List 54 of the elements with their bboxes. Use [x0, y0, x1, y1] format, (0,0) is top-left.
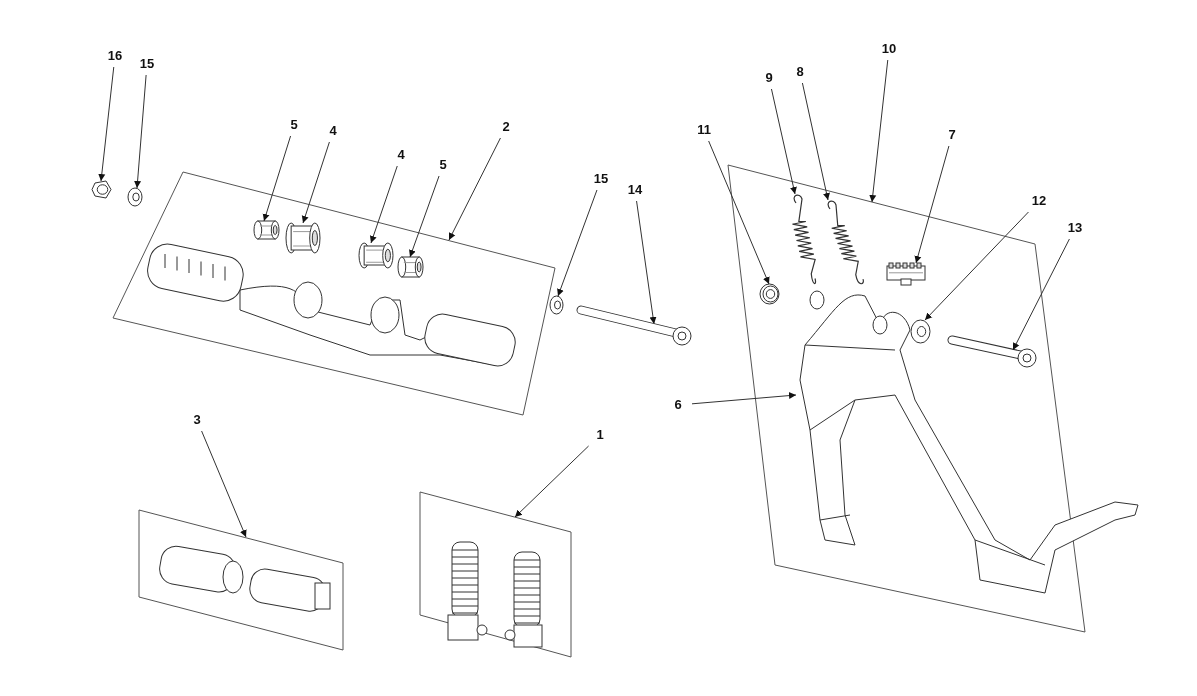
parts-panel: [113, 172, 555, 415]
callout-number: 11: [692, 121, 716, 139]
leader-line: [801, 82, 830, 201]
parts-panel: [420, 492, 571, 657]
leader-line: [1012, 238, 1070, 351]
leader-line: [557, 189, 598, 297]
callout-number: 6: [666, 396, 690, 414]
nut-drawing: [91, 180, 112, 199]
callout-number: 9: [757, 69, 781, 87]
callout-number: 10: [877, 40, 901, 58]
callout-number: 8: [788, 63, 812, 81]
spacer-drawing: [285, 222, 321, 254]
bushing-drawing: [253, 220, 280, 240]
bolt-drawing: [576, 305, 692, 346]
leader-line: [369, 165, 398, 244]
parts-panel: [728, 165, 1085, 632]
washer-drawing: [127, 187, 143, 207]
leader-line: [924, 211, 1029, 321]
leader-line: [201, 430, 247, 538]
leader-line: [134, 74, 147, 189]
block-drawing: [886, 262, 926, 286]
callout-number: 16: [103, 47, 127, 65]
bolt-drawing: [947, 335, 1037, 368]
callout-number: 1: [588, 426, 612, 444]
callout-number: 3: [185, 411, 209, 429]
callout-number: 14: [623, 181, 647, 199]
leader-line: [514, 445, 590, 518]
callout-number: 5: [282, 116, 306, 134]
leader-line: [98, 66, 115, 182]
callout-number: 5: [431, 156, 455, 174]
callout-number: 2: [494, 118, 518, 136]
leader-line: [301, 141, 330, 224]
callout-number: 12: [1027, 192, 1051, 210]
washer-drawing: [549, 295, 564, 315]
washer-drawing: [910, 319, 931, 344]
leader-line: [262, 135, 292, 222]
leader-line: [869, 59, 889, 203]
leader-line: [914, 145, 950, 264]
leader-line: [409, 175, 440, 258]
callout-number: 7: [940, 126, 964, 144]
leader-line: [770, 88, 797, 195]
grommet-drawing: [759, 283, 780, 305]
leader-line: [448, 137, 501, 241]
callout-number: 15: [589, 170, 613, 188]
callout-number: 4: [321, 122, 345, 140]
leader-line: [691, 392, 797, 405]
leader-line: [708, 140, 770, 285]
leader-line: [636, 200, 657, 325]
callout-number: 15: [135, 55, 159, 73]
callout-number: 4: [389, 146, 413, 164]
parts-panel: [139, 510, 343, 650]
spacer-drawing: [358, 242, 394, 269]
callout-number: 13: [1063, 219, 1087, 237]
bushing-drawing: [397, 256, 424, 278]
